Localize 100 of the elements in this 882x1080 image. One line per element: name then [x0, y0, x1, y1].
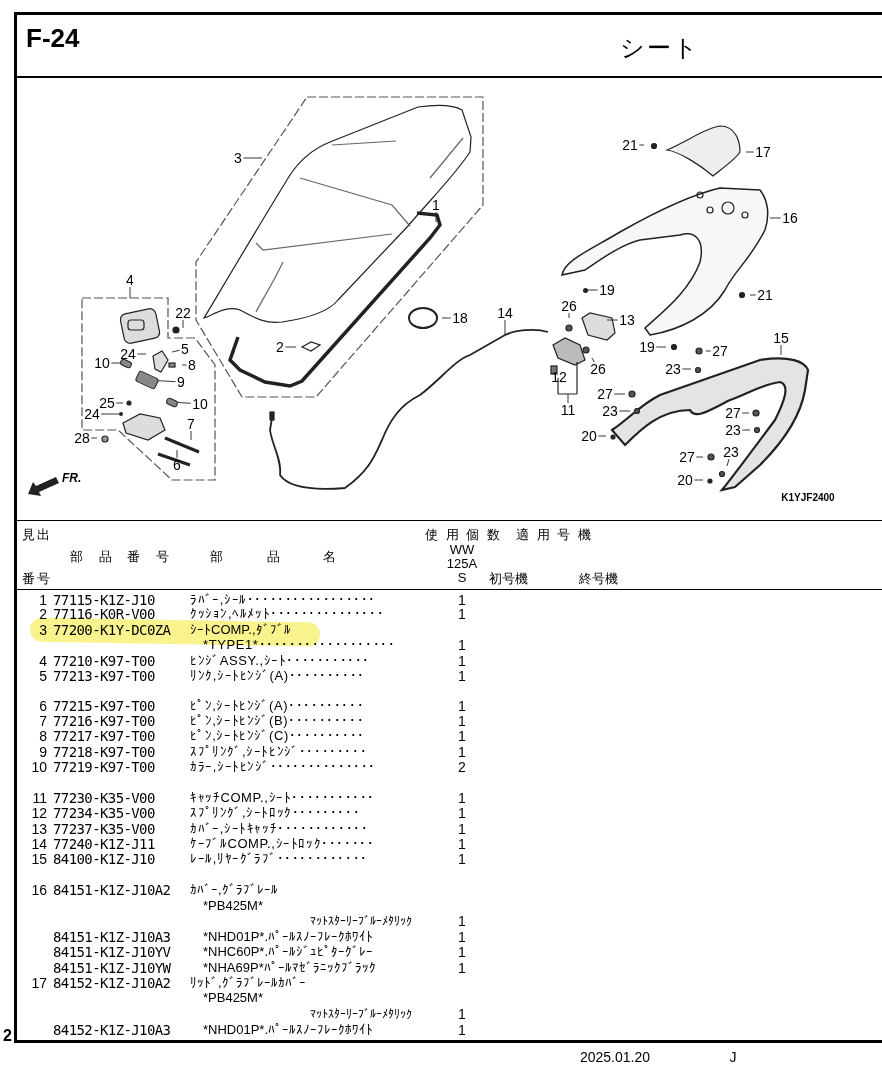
ref-number: 3 [39, 622, 47, 638]
callout-number: 7 [187, 417, 195, 431]
part-name: ﾋﾟﾝ,ｼｰﾄﾋﾝｼﾞ(A)･･････････ [190, 698, 365, 714]
part-name: *TYPE1*･･････････････････ [203, 637, 396, 653]
column-header: 番号 [22, 571, 52, 587]
leader-line [705, 350, 712, 352]
callout-number: 3 [234, 151, 242, 165]
part-number: 84152-K1Z-J10A3 [53, 1022, 171, 1038]
part-name: ﾘｯﾄﾞ,ｸﾞﾗﾌﾞﾚｰﾙｶﾊﾞｰ [190, 975, 306, 991]
callout-number: 23 [602, 404, 618, 418]
leader-line [749, 294, 757, 296]
quantity: 1 [458, 790, 466, 806]
pin-part [119, 412, 123, 416]
column-header: 終号機 [578, 571, 618, 587]
quantity: 1 [458, 592, 466, 608]
footer-text: J [729, 1049, 737, 1065]
ref-number: 11 [32, 790, 47, 806]
part-name: *NHA69P*ﾊﾟｰﾙﾏｾﾞﾗﾆｯｸﾌﾞﾗｯｸ [203, 960, 376, 976]
quantity: 1 [458, 653, 466, 669]
leader-line [567, 393, 569, 404]
page-code: F-24 [26, 30, 80, 46]
part-name: ｽﾌﾟﾘﾝｸﾞ,ｼｰﾄﾋﾝｼﾞ･････････ [190, 744, 368, 760]
leader-line [769, 217, 782, 219]
quantity: 1 [458, 1006, 466, 1022]
ref-number: 4 [39, 653, 47, 669]
callout-number: 1 [432, 198, 440, 212]
callout-number: 11 [560, 403, 576, 417]
part-number: 84152-K1Z-J10A2 [53, 975, 171, 991]
quantity: 1 [458, 821, 466, 837]
quantity: 1 [458, 713, 466, 729]
callout-number: 22 [175, 306, 191, 320]
ref-number: 8 [39, 728, 47, 744]
part-name: ｽﾌﾟﾘﾝｸﾞ,ｼｰﾄﾛｯｸ･････････ [190, 805, 361, 821]
callout-number: 17 [755, 145, 771, 159]
part-number: 77230-K35-V00 [53, 790, 155, 806]
part-name: ﾋﾝｼﾞASSY.,ｼｰﾄ･･･････････ [190, 653, 371, 669]
column-header: 125A [446, 556, 478, 572]
callout-number: 6 [173, 458, 181, 472]
column-header: 見出 [22, 527, 52, 543]
leader-line [190, 430, 192, 441]
leader-line [129, 286, 131, 299]
callout-number: 27 [725, 406, 741, 420]
callout-number: 20 [581, 429, 597, 443]
column-header: 初号機 [488, 571, 528, 587]
callout-number: 23 [723, 445, 739, 459]
ref-number: 2 [39, 606, 47, 622]
callout-number: 23 [665, 362, 681, 376]
leader-line [741, 429, 751, 431]
callout-number: 27 [597, 387, 613, 401]
callout-number: 21 [757, 288, 773, 302]
quantity: 1 [458, 728, 466, 744]
part-name: *PB425M* [203, 990, 263, 1006]
leader-line [780, 344, 782, 356]
quantity: 1 [458, 944, 466, 960]
leader-line [587, 289, 599, 291]
ref-number: 9 [39, 744, 47, 760]
column-header: WW [449, 542, 475, 558]
callout-number: 13 [619, 313, 635, 327]
footer-text: 2025.01.20 [579, 1049, 651, 1065]
leader-line [182, 319, 184, 329]
leader-line [176, 449, 178, 459]
ref-number: 13 [31, 821, 47, 837]
quantity: 2 [458, 759, 466, 775]
collar-part [165, 396, 179, 408]
callout-number: 28 [74, 431, 90, 445]
leader-line [441, 317, 452, 319]
part-number: 77210-K97-T00 [53, 653, 155, 669]
leader-line [695, 456, 704, 458]
quantity: 1 [458, 913, 466, 929]
ref-number: 1 [39, 592, 47, 608]
part-name: ｼｰﾄCOMP.,ﾀﾞﾌﾞﾙ [190, 622, 291, 638]
callout-number: 5 [181, 342, 189, 356]
part-number: 77213-K97-T00 [53, 668, 155, 684]
quantity: 1 [458, 1022, 466, 1038]
part-number: 77115-K1Z-J10 [53, 592, 155, 608]
part-number: 77219-K97-T00 [53, 759, 155, 775]
drawing-code: K1YJF2400 [781, 491, 835, 505]
part-name: ｶﾗｰ,ｼｰﾄﾋﾝｼﾞ･･････････････ [190, 759, 376, 775]
callout-number: 21 [622, 138, 638, 152]
callout-number: 23 [725, 423, 741, 437]
column-header: 部 品 番 号 [70, 549, 175, 565]
ref-number: 6 [39, 698, 47, 714]
quantity: 1 [458, 698, 466, 714]
quantity: 1 [458, 668, 466, 684]
collar-part [119, 357, 133, 369]
leader-line [693, 479, 704, 481]
leader-line [100, 413, 120, 415]
ref-number: 15 [31, 851, 47, 867]
ref-number: 12 [31, 805, 47, 821]
part-name: ｸｯｼｮﾝ,ﾍﾙﾒｯﾄ･･･････････････ [190, 606, 385, 622]
leader-line [115, 402, 124, 404]
leader-line [681, 368, 692, 370]
leader-line [655, 346, 667, 348]
part-name: *NHD01P*.ﾊﾟｰﾙｽﾉｰﾌﾚｰｸﾎﾜｲﾄ [203, 929, 374, 945]
part-name: ﾋﾟﾝ,ｼｰﾄﾋﾝｼﾞ(C)･･････････ [190, 728, 365, 744]
quantity: 1 [458, 836, 466, 852]
callout-number: 14 [497, 306, 513, 320]
callout-number: 16 [782, 211, 798, 225]
part-number: 77116-K0R-V00 [53, 606, 155, 622]
part-name: *PB425M* [203, 898, 263, 914]
